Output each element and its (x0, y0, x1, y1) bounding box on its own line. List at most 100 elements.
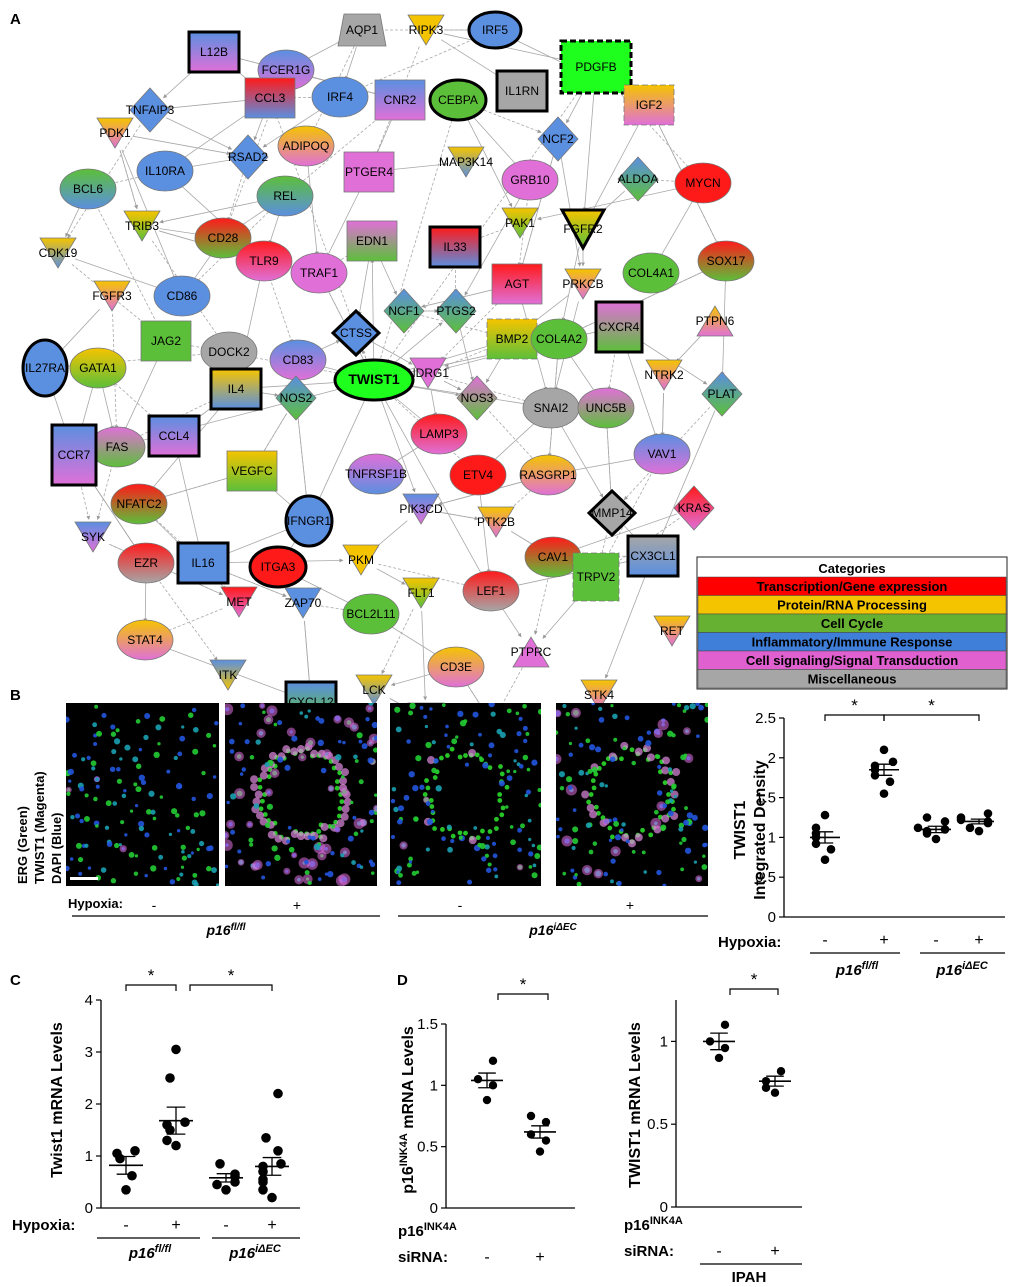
data-point (974, 826, 984, 836)
node-cebpa: CEBPA (428, 78, 488, 122)
network-edge (421, 610, 428, 701)
node-shape (337, 13, 387, 47)
node-shape (402, 493, 440, 525)
series-2 (524, 1111, 556, 1156)
data-point (940, 817, 950, 826)
node-tlr9: TLR9 (235, 240, 293, 282)
data-point (258, 1185, 268, 1195)
data-point (273, 1146, 283, 1156)
node-ccl4: CCL4 (147, 414, 201, 458)
node-label: ALDOA (618, 172, 659, 186)
node-label: TRIB3 (125, 219, 159, 233)
node-traf1: TRAF1 (290, 252, 348, 294)
micro-cond-3: - (458, 897, 463, 913)
node-ccl3: CCL3 (244, 77, 296, 119)
node-label: LAMP3 (419, 427, 459, 441)
y-axis-label: TWIST1 mRNA Levels (627, 1022, 644, 1188)
x-condition: - (123, 1217, 128, 1234)
network-edge (74, 258, 166, 291)
node-il27ra: IL27RA (21, 338, 69, 398)
node-shape (617, 156, 659, 202)
y-tick-label: 1.5 (417, 1016, 438, 1033)
node-label: FLT1 (407, 586, 434, 600)
panel-c-label: C (10, 972, 21, 989)
micro-cond-4: + (626, 897, 634, 913)
micro-hypoxia-label: Hypoxia: (68, 896, 123, 911)
node-adipoq: ADIPOQ (277, 125, 335, 167)
node-label: PDGFB (575, 60, 616, 74)
network-edge (375, 116, 394, 156)
y-axis-label: Twist1 mRNA Levels (49, 1022, 66, 1178)
node-shape (342, 544, 380, 576)
significance-bracket: * (189, 966, 273, 991)
data-point (885, 777, 895, 786)
node-label: CEBPA (438, 93, 478, 107)
network-edge (379, 257, 397, 295)
node-stat4: STAT4 (116, 619, 174, 661)
node-label: ADIPOQ (283, 139, 330, 153)
row-label-p16: p16INK4A (624, 1215, 683, 1234)
node-label: LEF1 (477, 584, 506, 598)
data-point (879, 789, 889, 798)
node-label: CX3CL1 (630, 549, 676, 563)
network-edge (132, 135, 231, 156)
micro-cond-2: + (293, 897, 301, 913)
node-irf4: IRF4 (311, 76, 369, 118)
group-label-fl: p16fl/fl (128, 1243, 172, 1262)
node-label: RET (660, 624, 685, 638)
node-ncf1: NCF1 (383, 288, 425, 334)
node-ndrg1: NDRG1 (407, 357, 449, 389)
network-edge (159, 199, 268, 224)
node-label: TRAF1 (300, 266, 338, 280)
data-point (826, 845, 836, 854)
network-edge (155, 475, 235, 500)
series-2 (759, 1067, 791, 1097)
network-edge (219, 527, 293, 557)
node-shape (153, 275, 211, 317)
node-label: PTGS2 (436, 304, 476, 318)
network-edge (297, 415, 309, 504)
node-grb10: GRB10 (501, 159, 559, 201)
network-edge (156, 577, 218, 661)
node-pak1: PAK1 (501, 207, 539, 239)
node-col4a2: COL4A2 (530, 318, 588, 360)
y-tick-label: 4 (85, 992, 93, 1009)
node-cxcr4: CXCR4 (594, 300, 644, 354)
node-label: IRF5 (482, 23, 508, 37)
node-ifngr1: IFNGR1 (284, 494, 334, 548)
data-point (488, 1056, 498, 1066)
y-tick-label: 0.5 (647, 1116, 668, 1133)
network-edge (430, 390, 438, 417)
micro-genotype-fl: p16fl/fl (205, 922, 245, 939)
node-label: PTPRC (511, 645, 552, 659)
network-edge (357, 258, 370, 316)
series-3 (913, 813, 951, 844)
stain-label-erg: ERG (Green) (15, 806, 30, 884)
node-label: NFATC2 (116, 497, 161, 511)
legend-row-inflammatory-immune-response: Inflammatory/Immune Response (697, 632, 1007, 652)
node-shape (428, 78, 488, 122)
node-aqp1: AQP1 (337, 13, 387, 47)
node-label: COL4A1 (628, 266, 674, 280)
node-nfatc2: NFATC2 (110, 483, 168, 525)
bracket-line (497, 993, 549, 1000)
node-shape (248, 545, 308, 589)
x-condition-label: Hypoxia: (12, 1217, 75, 1234)
network-edge (469, 113, 519, 167)
node-cd3e: CD3E (427, 646, 485, 688)
node-tnfaip3: TNFAIP3 (126, 87, 175, 133)
node-shape (530, 318, 588, 360)
node-ntrk2: NTRK2 (644, 359, 684, 391)
network-edge (537, 186, 686, 221)
network-edge (307, 163, 319, 256)
network-edge (488, 410, 537, 463)
x-condition: - (933, 932, 938, 949)
data-point (541, 1117, 551, 1127)
node-shape (559, 208, 607, 252)
network-edge (659, 198, 695, 258)
node-label: ITK (219, 668, 238, 682)
chart-d2-twist1-mrna: 00.51*TWIST1 mRNA Levelsp16INK4AsiRNA:-+… (624, 970, 802, 1286)
network-edge (459, 328, 474, 381)
x-condition: + (171, 1217, 180, 1234)
node-dock2: DOCK2 (200, 331, 258, 373)
